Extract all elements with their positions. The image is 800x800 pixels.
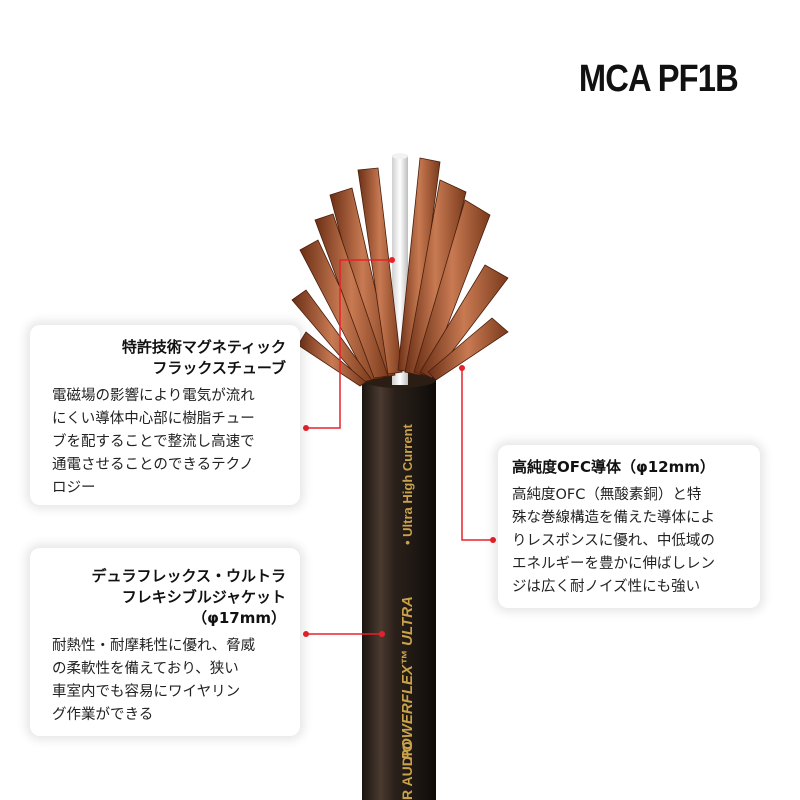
callout-lines bbox=[306, 259, 492, 635]
callout-dots bbox=[303, 257, 496, 637]
jacket-brand-text: POWERFLEX™ ULTRA bbox=[399, 596, 416, 760]
jacket-heading: デュラフレックス・ウルトラ フレキシブルジャケット （φ17mm） bbox=[91, 567, 286, 627]
conductor-heading: 高純度OFC導体（φ12mm） bbox=[512, 458, 715, 476]
flux-tube-description: 電磁場の影響により電気が流れ にくい導体中心部に樹脂チュー ブを配することで整流… bbox=[52, 388, 255, 496]
conductor-description: 高純度OFC（無酸素銅）と特 殊な巻線構造を備えた導体によ りレスポンスに優れ、… bbox=[512, 487, 715, 595]
jacket-callout: デュラフレックス・ウルトラ フレキシブルジャケット （φ17mm） 耐熱性・耐摩… bbox=[30, 548, 300, 736]
copper-strands bbox=[291, 157, 509, 387]
cable-jacket bbox=[362, 378, 436, 800]
jacket-maker-text: R AUDIO bbox=[399, 741, 415, 800]
jacket-description: 耐熱性・耐摩耗性に優れ、脅威 の柔軟性を備えており、狭い 車室内でも容易にワイヤ… bbox=[52, 638, 256, 723]
conductor-callout-line bbox=[461, 368, 492, 541]
tube-callout-line bbox=[308, 259, 390, 429]
conductor-callout: 高純度OFC導体（φ12mm） 高純度OFC（無酸素銅）と特 殊な巻線構造を備え… bbox=[498, 445, 760, 608]
flux-tube-callout: 特許技術マグネティック フラックスチューブ 電磁場の影響により電気が流れ にくい… bbox=[30, 325, 300, 505]
product-title: MCA PF1B bbox=[579, 58, 739, 100]
jacket-tagline-text: • Ultra High Current bbox=[400, 423, 415, 545]
flux-tube-heading: 特許技術マグネティック フラックスチューブ bbox=[121, 338, 286, 377]
